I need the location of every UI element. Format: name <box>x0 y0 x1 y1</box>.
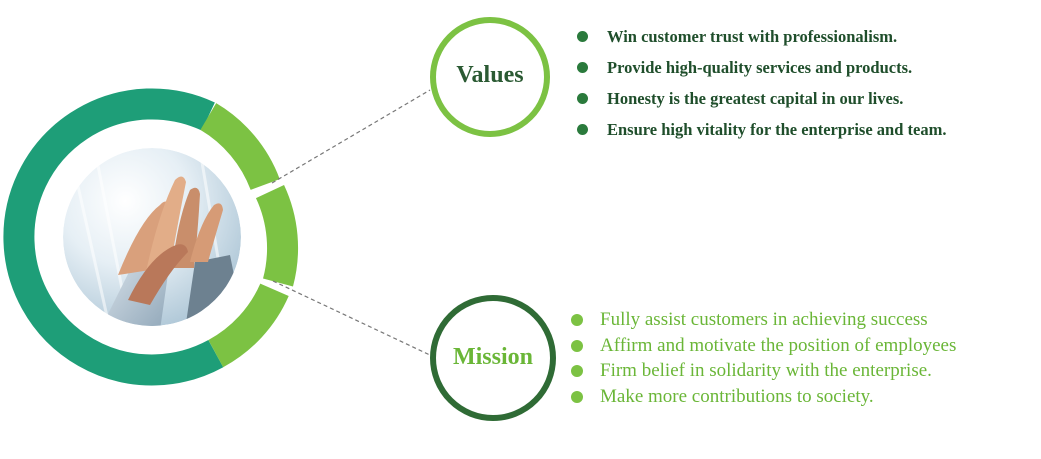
mission-item-text: Make more contributions to society. <box>600 385 874 407</box>
bullet-icon <box>577 62 588 73</box>
mission-title: Mission <box>452 344 533 370</box>
bullet-icon <box>577 124 588 135</box>
bullet-icon <box>571 314 583 326</box>
values-title: Values <box>456 62 524 88</box>
mission-item: Fully assist customers in achieving succ… <box>571 308 956 334</box>
connector-values <box>271 89 431 184</box>
mission-item-text: Fully assist customers in achieving succ… <box>600 309 928 330</box>
connector-mission <box>272 280 433 357</box>
mission-circle <box>430 295 556 421</box>
values-item: Ensure high vitality for the enterprise … <box>577 119 946 150</box>
ring-segment-green-top <box>200 103 280 191</box>
values-item-text: Win customer trust with professionalism. <box>607 27 898 46</box>
bullet-icon <box>571 390 583 403</box>
mission-item-text: Affirm and motivate the position of empl… <box>600 334 957 356</box>
bullet-icon <box>577 93 588 104</box>
bullet-icon <box>571 339 583 352</box>
mission-item-text: Firm belief in solidarity with the enter… <box>600 360 932 381</box>
mission-item: Affirm and motivate the position of empl… <box>571 334 956 360</box>
mission-item: Make more contributions to society. <box>571 385 956 411</box>
values-item-text: Ensure high vitality for the enterprise … <box>607 120 947 139</box>
values-list: Win customer trust with professionalism.… <box>577 26 946 150</box>
bullet-icon <box>571 365 583 377</box>
ring-segment-green-bottom <box>208 283 289 368</box>
values-item-text: Honesty is the greatest capital in our l… <box>607 89 904 108</box>
mission-list: Fully assist customers in achieving succ… <box>571 308 956 410</box>
ring-segment-green-middle <box>255 185 299 287</box>
ring-segment-teal <box>3 88 224 386</box>
bullet-icon <box>577 31 588 42</box>
values-circle <box>430 17 550 137</box>
values-item-text: Provide high-quality services and produc… <box>607 58 913 77</box>
outer-ring <box>3 88 299 386</box>
values-item: Provide high-quality services and produc… <box>577 57 946 88</box>
values-item: Win customer trust with professionalism. <box>577 26 946 57</box>
teamwork-photo <box>63 148 241 326</box>
mission-item: Firm belief in solidarity with the enter… <box>571 359 956 385</box>
values-item: Honesty is the greatest capital in our l… <box>577 88 946 119</box>
